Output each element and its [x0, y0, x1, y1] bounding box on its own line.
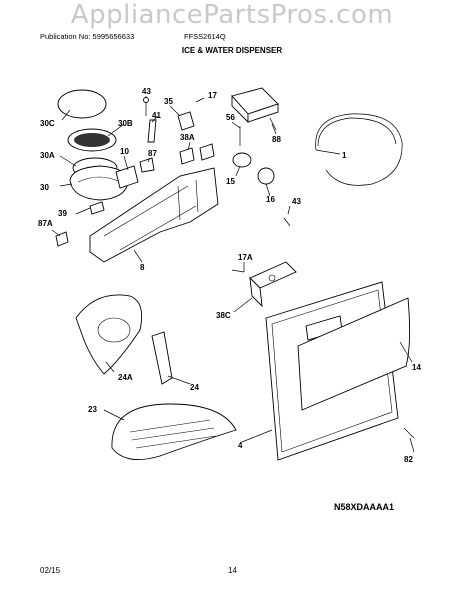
label-38c: 38C	[216, 311, 231, 320]
label-39: 39	[58, 209, 67, 218]
label-30c: 30C	[40, 119, 55, 128]
label-30b: 30B	[118, 119, 133, 128]
label-88: 88	[272, 135, 281, 144]
part-30b-filter-mesh	[74, 133, 110, 147]
label-14: 14	[412, 363, 421, 372]
label-23: 23	[88, 405, 97, 414]
part-8-housing-detail	[103, 179, 199, 251]
part-88-wire	[269, 117, 277, 131]
part-38a-switch-2	[199, 143, 215, 161]
label-38a: 38A	[180, 133, 195, 142]
part-24a-chute	[75, 294, 143, 375]
label-1: 1	[342, 151, 347, 160]
part-16-socket	[257, 167, 275, 185]
part-15-bulb	[232, 152, 252, 168]
part-30-detail	[77, 176, 121, 183]
label-8: 8	[140, 263, 145, 272]
part-10-actuator	[115, 165, 139, 189]
part-30c-lens	[57, 89, 107, 119]
footer-page: 14	[228, 566, 237, 575]
label-24a: 24A	[118, 373, 133, 382]
part-1-tube	[315, 113, 403, 186]
publication-number: Publication No: 5995656633	[40, 32, 135, 41]
part-17a-screw	[231, 269, 245, 273]
part-35-solenoid	[177, 111, 195, 131]
label-4: 4	[238, 441, 243, 450]
part-17-screw	[195, 97, 205, 103]
section-title: ICE & WATER DISPENSER	[181, 46, 283, 55]
part-1-tube-inner	[317, 117, 397, 147]
part-82-screw	[403, 427, 415, 439]
label-82: 82	[404, 455, 413, 464]
part-4-panel-inner	[271, 289, 393, 453]
label-35: 35	[164, 97, 173, 106]
part-38a-switch-1	[179, 147, 195, 165]
diagram-code: N58XDAAAA1	[334, 502, 395, 512]
part-43-screw-head	[143, 97, 149, 103]
part-87-clip	[139, 157, 155, 173]
footer-date: 02/15	[40, 566, 61, 575]
part-24a-opening	[97, 317, 131, 343]
model-number: FFSS2614Q	[184, 32, 226, 41]
label-24: 24	[190, 383, 199, 392]
label-87: 87	[148, 149, 157, 158]
part-24-paddle	[151, 331, 173, 385]
label-43-right: 43	[292, 197, 301, 206]
part-43-screw-right	[283, 217, 291, 227]
label-43: 43	[142, 87, 151, 96]
label-17a: 17A	[238, 253, 253, 262]
label-87a: 87A	[38, 219, 53, 228]
label-30: 30	[40, 183, 49, 192]
watermark: AppliancePartsPros.com	[70, 0, 394, 30]
label-16: 16	[266, 195, 275, 204]
part-23-drip-tray	[111, 403, 237, 461]
part-38c-switch	[249, 276, 263, 308]
part-17a-hole-1	[268, 274, 276, 282]
label-30a: 30A	[40, 151, 55, 160]
label-41: 41	[152, 111, 161, 120]
label-56: 56	[226, 113, 235, 122]
part-39-fitting	[89, 201, 105, 215]
part-23-grate	[129, 419, 217, 449]
leader-lines	[51, 96, 415, 453]
part-8-housing	[89, 167, 219, 263]
part-41-bracket	[147, 119, 157, 143]
label-10: 10	[120, 147, 129, 156]
part-14-cover	[297, 297, 411, 411]
label-15: 15	[226, 177, 235, 186]
part-88-module-front	[247, 103, 279, 123]
label-17: 17	[208, 91, 217, 100]
